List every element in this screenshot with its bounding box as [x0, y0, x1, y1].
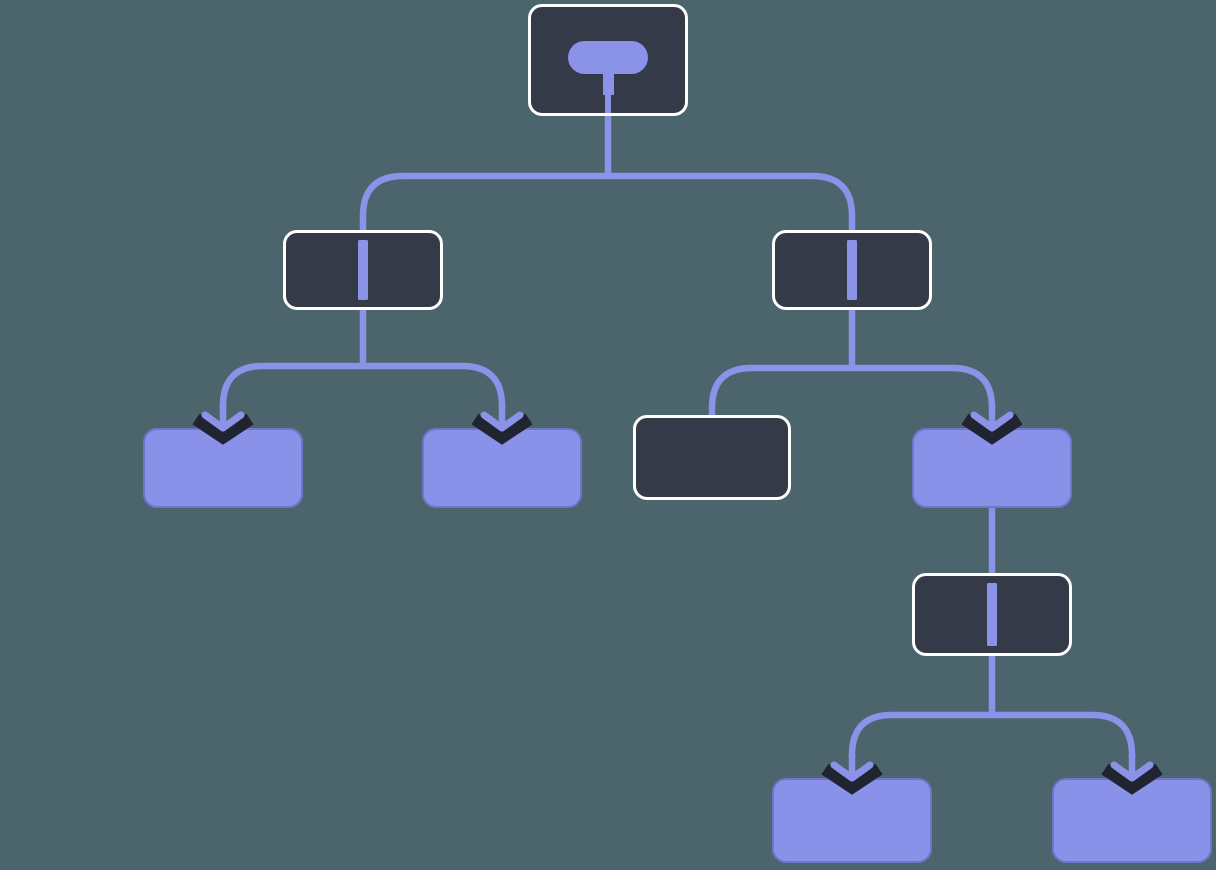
branch-right-node[interactable] [772, 230, 932, 310]
connector-line [219, 310, 506, 408]
connector-line [708, 310, 996, 417]
insert-arrow-icon [471, 404, 533, 445]
pass-through-line-icon [847, 240, 857, 300]
branch-left-node[interactable] [283, 230, 443, 310]
insert-arrow-icon [961, 404, 1023, 445]
insert-arrow-icon [192, 404, 254, 445]
branch-lower-node[interactable] [912, 573, 1072, 656]
insert-arrow-icon [821, 754, 883, 795]
connector-line [359, 116, 856, 232]
arrow-purple-chevron [201, 411, 245, 432]
arrow-purple-chevron [1110, 761, 1154, 782]
arrow-dark-chevron [1101, 763, 1163, 795]
insert-arrow-icon [1101, 754, 1163, 795]
leaf-dark-node[interactable] [633, 415, 791, 500]
arrow-purple-chevron [480, 411, 524, 432]
pass-through-line-icon [358, 240, 368, 300]
arrow-purple-chevron [830, 761, 874, 782]
root-node[interactable] [528, 4, 688, 116]
connector-line [848, 656, 1136, 758]
pass-through-line-icon [987, 583, 997, 646]
arrow-dark-chevron [821, 763, 883, 795]
arrow-dark-chevron [961, 413, 1023, 445]
arrow-dark-chevron [192, 413, 254, 445]
leaf-3-node[interactable] [912, 428, 1072, 508]
arrow-dark-chevron [471, 413, 533, 445]
root-pill-tail-icon [605, 93, 611, 113]
leaf-1-node[interactable] [143, 428, 303, 508]
arrow-purple-chevron [970, 411, 1014, 432]
root-pill-icon [568, 41, 648, 74]
root-pill-stem-icon [602, 70, 614, 95]
